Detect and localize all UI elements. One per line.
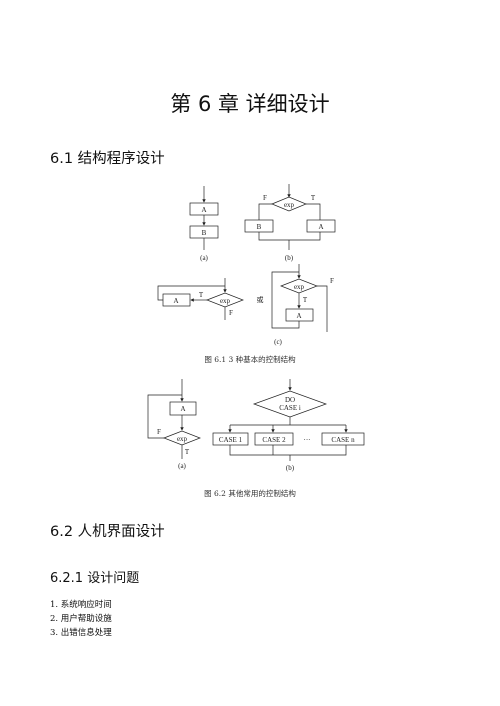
fig2-a-false: F (157, 428, 161, 436)
fig2-b-case-1: CASE 1 (219, 436, 243, 444)
fig1-c-right-false: F (330, 277, 334, 285)
fig2-b-ellipsis: ··· (304, 436, 311, 444)
fig2-b-case-n: CASE n (331, 436, 355, 444)
fig2-a-caption: (a) (178, 462, 186, 470)
list-item: 3. 出错信息处理 (50, 628, 112, 638)
fig1-c-left-false: F (229, 309, 233, 317)
list-item: 1. 系统响应时间 (50, 600, 112, 610)
fig1-a-box-bottom: B (202, 229, 207, 237)
chapter-title: 第 6 章 详细设计 (170, 92, 330, 116)
section-heading-6-1: 6.1 结构程序设计 (50, 151, 165, 167)
fig1-b-exp: exp (284, 201, 295, 209)
fig1-a-caption: (a) (200, 254, 208, 262)
fig1-b-false: F (263, 194, 267, 202)
fig1-c-right-box: A (296, 312, 301, 320)
fig2-a-box: A (180, 405, 185, 413)
fig2-a-exp: exp (177, 435, 188, 443)
section-heading-6-2: 6.2 人机界面设计 (50, 524, 165, 540)
subsection-heading-6-2-1: 6.2.1 设计问题 (50, 571, 140, 586)
fig1-c-right-true: T (303, 296, 308, 304)
fig1-b-caption: (b) (285, 254, 294, 262)
fig2-b-case: CASE i (279, 404, 301, 412)
fig2-b-case-2: CASE 2 (262, 436, 286, 444)
fig1-c-left-box: A (173, 297, 178, 305)
fig1-c-or: 或 (257, 295, 264, 304)
fig1-c-left-exp: exp (220, 297, 231, 305)
fig2-a-true: T (185, 448, 190, 456)
list-item: 2. 用户帮助设施 (50, 614, 112, 624)
fig1-c-right-exp: exp (294, 283, 305, 291)
design-issues-list: 1. 系统响应时间 2. 用户帮助设施 3. 出错信息处理 (50, 598, 112, 640)
fig2-b-do: DO (285, 396, 295, 404)
fig1-b-true: T (311, 194, 316, 202)
fig1-c-caption: (c) (274, 338, 282, 346)
figure-6-2-caption: 图 6.2 其他常用的控制结构 (204, 489, 296, 498)
fig1-b-right-box: A (318, 223, 323, 231)
figure-6-1-diagram: A B (a) exp F T B A (b) A T exp F 或 exp … (157, 184, 336, 346)
figure-6-2-diagram: A exp F T (a) DO CASE i CASE 1 CASE 2 ··… (147, 379, 365, 472)
fig1-b-left-box: B (257, 223, 262, 231)
fig1-a-box-top: A (201, 206, 206, 214)
fig1-c-left-true: T (199, 291, 204, 299)
fig2-b-caption: (b) (286, 464, 295, 472)
figure-6-1-caption: 图 6.1 3 种基本的控制结构 (204, 355, 296, 364)
